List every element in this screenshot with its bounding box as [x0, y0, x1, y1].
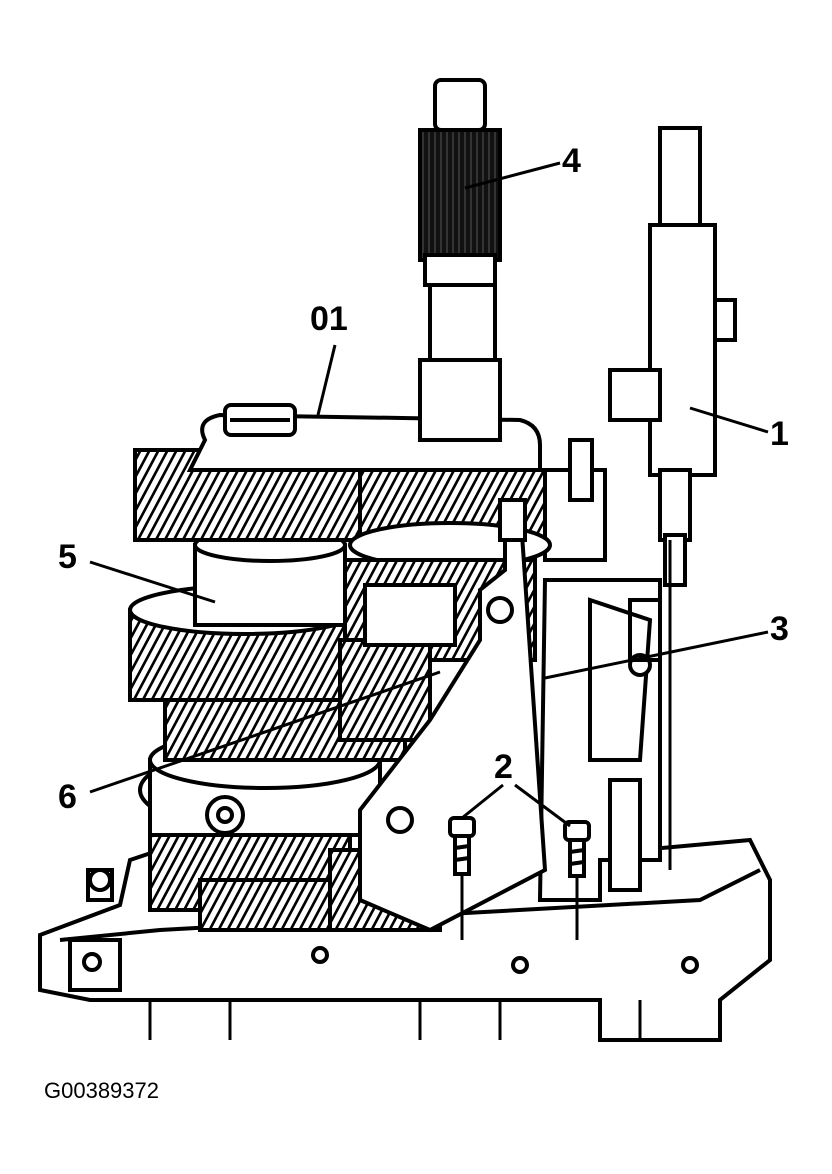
shift-mechanism [537, 438, 662, 902]
shift-fork [358, 498, 548, 933]
leader-lines [89, 161, 769, 940]
socket-tool [608, 126, 737, 587]
callout-2: 2 [494, 748, 513, 786]
figure-id: G00389372 [44, 1078, 159, 1103]
callout-6: 6 [58, 778, 77, 816]
callout-5: 5 [58, 538, 77, 576]
micrometer-tool [418, 78, 502, 442]
bolt-right [563, 820, 591, 878]
callout-01: 01 [310, 300, 348, 338]
callout-4: 4 [562, 142, 581, 180]
callout-3: 3 [770, 610, 789, 648]
bolt-left [448, 816, 476, 876]
callout-1: 1 [770, 415, 789, 453]
